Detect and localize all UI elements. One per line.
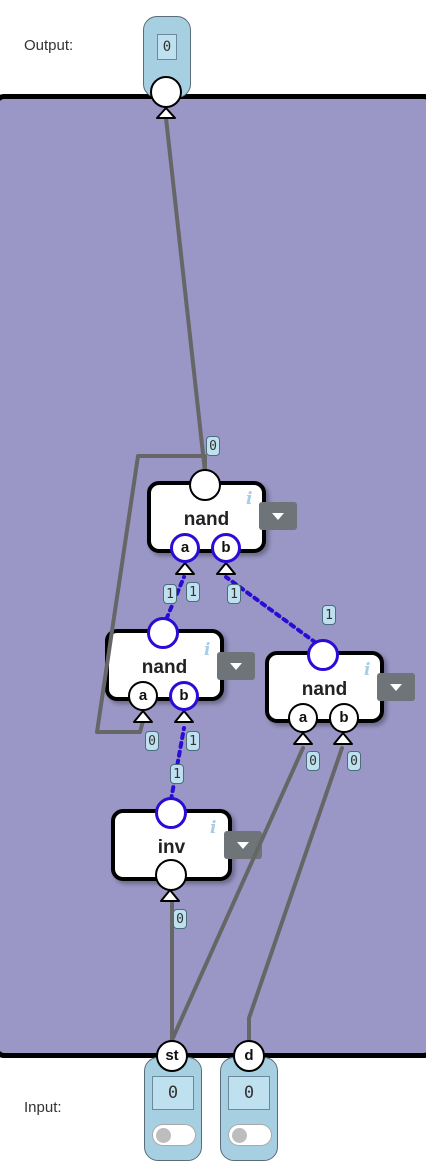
port-arrow (133, 710, 153, 723)
port-arrow (156, 107, 176, 119)
gate-name: inv (157, 837, 186, 858)
output-value: 0 (157, 34, 177, 60)
wire-value: 0 (145, 731, 159, 751)
gate-menu-button[interactable] (217, 652, 255, 680)
wire-output (164, 116, 207, 474)
gate-name: nand (301, 679, 348, 700)
gate-input-port-b[interactable]: b (211, 533, 241, 563)
wire-value: 0 (206, 436, 220, 456)
wire-value: 1 (163, 584, 177, 604)
gate-input-port-a[interactable]: a (170, 533, 200, 563)
input-toggle-st[interactable] (152, 1124, 196, 1146)
wire-value: 1 (186, 582, 200, 602)
wire-value: 1 (170, 764, 184, 784)
output-label: Output: (24, 37, 74, 54)
circuit-board (0, 94, 426, 1058)
gate-input-port-a[interactable]: a (128, 681, 158, 711)
wire-value: 1 (186, 731, 200, 751)
toggle-knob (232, 1128, 247, 1143)
input-value-st: 0 (152, 1076, 194, 1110)
gate-input-port-a[interactable]: a (288, 703, 318, 733)
wire-st-to-right-a (170, 746, 305, 1042)
nand-gate-left[interactable]: nand (105, 629, 224, 701)
wire-value: 0 (173, 909, 187, 929)
input-pin-d: 0 (220, 1057, 278, 1161)
gate-name: nand (141, 657, 188, 678)
wire-right-out (224, 575, 325, 650)
wire-value: 1 (322, 605, 336, 625)
gate-input-port[interactable] (155, 797, 187, 829)
input-label: Input: (24, 1099, 62, 1116)
output-port[interactable] (150, 76, 182, 108)
gate-input-port-b[interactable]: b (169, 681, 199, 711)
toggle-knob (156, 1128, 171, 1143)
input-port-st[interactable]: st (156, 1040, 188, 1072)
port-arrow (333, 732, 353, 745)
input-port-d[interactable]: d (233, 1040, 265, 1072)
port-arrow (216, 562, 236, 575)
wire-value: 1 (227, 584, 241, 604)
port-arrow (293, 732, 313, 745)
input-toggle-d[interactable] (228, 1124, 272, 1146)
port-arrow (160, 889, 180, 902)
wire-feedback (95, 454, 207, 734)
input-pin-st: 0 (144, 1057, 202, 1161)
info-icon[interactable]: i (204, 640, 211, 660)
gate-output-port[interactable] (307, 639, 339, 671)
wire-value: 0 (347, 751, 361, 771)
wire-d (247, 746, 344, 1042)
port-arrow (174, 710, 194, 723)
port-arrow (175, 562, 195, 575)
gate-menu-button[interactable] (259, 502, 297, 530)
gate-output-port[interactable] (155, 859, 187, 891)
wire-value: 0 (306, 751, 320, 771)
info-icon[interactable]: i (364, 660, 371, 680)
gate-name: nand (183, 509, 230, 530)
gate-output-port[interactable] (147, 617, 179, 649)
gate-input-port-b[interactable]: b (329, 703, 359, 733)
info-icon[interactable]: i (210, 818, 217, 838)
gate-output-port[interactable] (189, 469, 221, 501)
gate-menu-button[interactable] (377, 673, 415, 701)
info-icon[interactable]: i (246, 489, 253, 509)
input-value-d: 0 (228, 1076, 270, 1110)
